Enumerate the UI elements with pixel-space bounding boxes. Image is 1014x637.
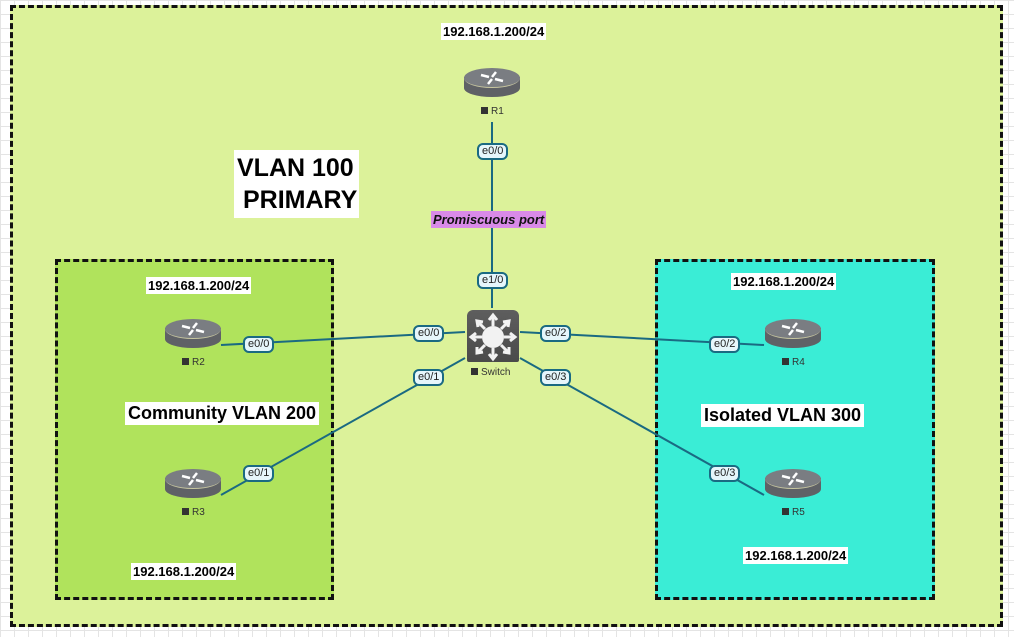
port-r5-e0-3[interactable]: e0/3 [709, 465, 741, 482]
switch-label: Switch [471, 367, 510, 378]
r4-label: R4 [782, 357, 805, 368]
router-icon [765, 469, 821, 501]
r2-ip-label: 192.168.1.200/24 [146, 277, 252, 294]
r5-label: R5 [782, 507, 805, 518]
community-vlan-title: Community VLAN 200 [125, 402, 320, 425]
promiscuous-port-label: Promiscuous port [431, 211, 547, 228]
switch-icon [467, 310, 519, 362]
router-r1[interactable]: R1 [464, 68, 520, 117]
r1-ip-label: 192.168.1.200/24 [441, 23, 547, 40]
router-r4[interactable]: R4 [765, 319, 821, 368]
router-icon [765, 319, 821, 351]
router-icon [165, 469, 221, 501]
router-r2[interactable]: R2 [165, 319, 221, 368]
port-switch-e0-1[interactable]: e0/1 [413, 369, 445, 386]
port-switch-e0-0[interactable]: e0/0 [413, 325, 445, 342]
primary-vlan-line1: VLAN 100 [237, 154, 354, 182]
port-r1-e0-0[interactable]: e0/0 [477, 143, 509, 160]
port-switch-e0-3[interactable]: e0/3 [540, 369, 572, 386]
r3-ip-label: 192.168.1.200/24 [131, 563, 237, 580]
r1-label: R1 [481, 106, 504, 117]
switch-node[interactable]: Switch [467, 310, 519, 378]
port-r2-e0-0[interactable]: e0/0 [243, 336, 275, 353]
port-r4-e0-2[interactable]: e0/2 [709, 336, 741, 353]
port-switch-e1-0[interactable]: e1/0 [477, 272, 509, 289]
isolated-vlan-title: Isolated VLAN 300 [701, 404, 865, 427]
primary-vlan-title: VLAN 100 PRIMARY [234, 150, 360, 218]
community-vlan-zone [55, 259, 334, 600]
primary-vlan-line2: PRIMARY [243, 186, 358, 214]
router-r5[interactable]: R5 [765, 469, 821, 518]
router-icon [464, 68, 520, 100]
port-switch-e0-2[interactable]: e0/2 [540, 325, 572, 342]
r4-ip-label: 192.168.1.200/24 [731, 273, 837, 290]
r2-label: R2 [182, 357, 205, 368]
r5-ip-label: 192.168.1.200/24 [743, 547, 849, 564]
router-icon [165, 319, 221, 351]
isolated-vlan-zone [655, 259, 935, 600]
router-r3[interactable]: R3 [165, 469, 221, 518]
r3-label: R3 [182, 507, 205, 518]
port-r3-e0-1[interactable]: e0/1 [243, 465, 275, 482]
